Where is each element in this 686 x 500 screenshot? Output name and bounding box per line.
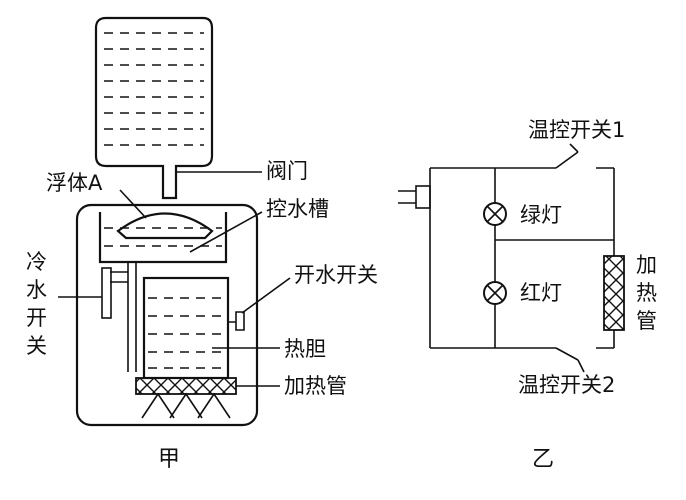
hot-tank (142, 276, 230, 380)
label-heater-yi-1: 加 (636, 253, 657, 277)
heater-element (603, 255, 625, 331)
label-switch2: 温控开关2 (518, 373, 615, 397)
label-valve: 阀门 (266, 159, 308, 183)
label-red-lamp: 红灯 (520, 281, 562, 305)
heater-block (135, 377, 237, 395)
label-cold-switch-2: 水 (26, 278, 47, 302)
float-a (116, 212, 214, 240)
label-cold-switch-3: 开 (26, 306, 47, 330)
label-control-tank: 控水槽 (266, 197, 329, 221)
label-hot-tank: 热胆 (284, 337, 326, 361)
water-bottle (94, 16, 214, 200)
label-cold-switch-1: 冷 (26, 250, 47, 274)
leader-lines (119, 171, 280, 387)
green-lamp-icon (483, 202, 507, 226)
circuit-wires (429, 143, 615, 373)
label-heater-jia: 加热管 (284, 374, 347, 398)
support-legs (141, 392, 231, 419)
caption-yi: 乙 (532, 447, 554, 472)
figure-yi: 温控开关1 绿灯 红灯 加 热 管 温控开关2 乙 (398, 118, 657, 472)
power-plug (398, 185, 431, 209)
label-heater-yi-2: 热 (636, 281, 657, 305)
label-switch1: 温控开关1 (528, 118, 625, 142)
red-lamp-icon (483, 281, 507, 305)
cold-water-switch (58, 267, 112, 319)
caption-jia: 甲 (158, 447, 180, 472)
hot-water-switch (228, 277, 291, 331)
label-float-a: 浮体A (46, 171, 103, 195)
figure-jia: 浮体A 阀门 控水槽 冷 水 开 关 开水开关 热胆 加热管 甲 (26, 16, 378, 472)
label-cold-switch-4: 关 (26, 334, 47, 358)
label-hot-switch: 开水开关 (294, 263, 378, 287)
label-green-lamp: 绿灯 (520, 203, 562, 227)
label-heater-yi-3: 管 (636, 309, 657, 333)
pipes (110, 262, 137, 372)
dispenser-housing (75, 203, 259, 427)
